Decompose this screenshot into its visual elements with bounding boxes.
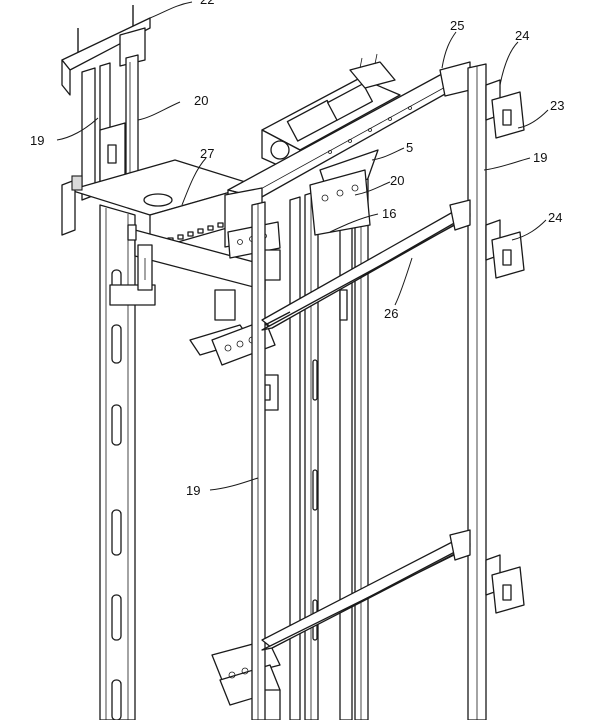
cross-rails-26 bbox=[261, 199, 471, 651]
left-upright-post bbox=[99, 204, 136, 720]
label-20-center: 20 bbox=[390, 173, 404, 188]
vertical-guide-rails-16 bbox=[289, 169, 371, 720]
label-19-right: 19 bbox=[533, 150, 547, 165]
label-24-lower: 24 bbox=[548, 210, 562, 225]
lower-left-brackets bbox=[189, 319, 281, 720]
label-23: 23 bbox=[550, 98, 564, 113]
label-19-left: 19 bbox=[30, 133, 44, 148]
label-25: 25 bbox=[450, 18, 464, 33]
right-upright-posts-19 bbox=[251, 63, 525, 720]
label-26: 26 bbox=[384, 306, 398, 321]
label-20-upper: 20 bbox=[194, 93, 208, 108]
label-19-lower: 19 bbox=[186, 483, 200, 498]
label-24-upper: 24 bbox=[515, 28, 529, 43]
left-crossbeam-27 bbox=[61, 159, 266, 321]
label-5: 5 bbox=[406, 140, 413, 155]
label-16: 16 bbox=[382, 206, 396, 221]
reference-labels: 22 20 19 27 25 24 23 5 19 20 16 24 26 19 bbox=[30, 0, 564, 498]
top-left-hanger-assembly bbox=[61, 5, 151, 201]
label-27: 27 bbox=[200, 146, 214, 161]
label-22: 22 bbox=[200, 0, 214, 7]
beam-holes bbox=[167, 222, 224, 243]
leader-lines bbox=[56, 1, 549, 491]
